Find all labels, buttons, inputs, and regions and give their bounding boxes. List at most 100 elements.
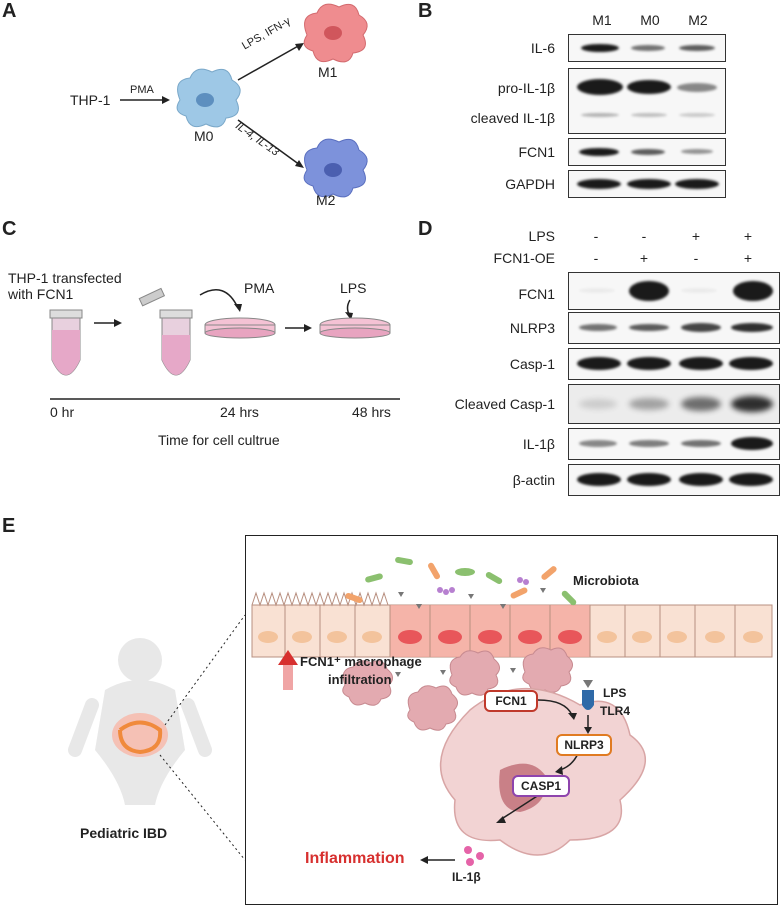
band bbox=[679, 45, 715, 51]
row-fcn1-b: FCN1 bbox=[518, 144, 555, 160]
blot-d-fcn1 bbox=[568, 272, 780, 310]
band bbox=[627, 357, 671, 370]
row-d-casp1: Casp-1 bbox=[509, 356, 555, 372]
tube-1 bbox=[49, 309, 83, 376]
band bbox=[579, 440, 617, 447]
fcn1oe-lane-3: - bbox=[693, 250, 699, 266]
panel-b-label: B bbox=[418, 0, 433, 22]
lane-m2: M2 bbox=[688, 12, 708, 28]
band bbox=[677, 83, 717, 92]
band bbox=[579, 399, 617, 409]
blot-d-bactin bbox=[568, 464, 780, 496]
fcn1oe-lane-2: + bbox=[639, 250, 649, 266]
band bbox=[577, 79, 623, 95]
band bbox=[681, 323, 721, 332]
m0-cell bbox=[176, 68, 241, 128]
row-il6: IL-6 bbox=[530, 40, 555, 56]
blot-d-cleaved-casp1 bbox=[568, 384, 780, 424]
infiltration-label-1: FCN1⁺ macrophage bbox=[300, 654, 422, 669]
row-d-nlrp3: NLRP3 bbox=[509, 320, 555, 336]
epithelium bbox=[251, 591, 773, 658]
lps-lane-2: - bbox=[641, 228, 647, 244]
lps-label-c: LPS bbox=[340, 280, 367, 296]
band bbox=[627, 473, 671, 486]
band bbox=[731, 437, 773, 450]
row-d-fcn1: FCN1 bbox=[518, 286, 555, 302]
row-d-il1b: IL-1β bbox=[522, 436, 555, 452]
blot-b-fcn1 bbox=[568, 138, 726, 166]
band bbox=[627, 179, 671, 189]
fcn1oe-lane-4: + bbox=[743, 250, 753, 266]
casp1-box: CASP1 bbox=[512, 775, 570, 797]
row-cleaved-il1b: cleaved IL-1β bbox=[470, 110, 555, 126]
infiltration-label-2: infiltration bbox=[328, 672, 392, 687]
tlr4-receptor bbox=[582, 680, 594, 710]
lps-label-e: LPS bbox=[603, 686, 627, 700]
blot-d-casp1 bbox=[568, 348, 780, 380]
microbiota bbox=[345, 556, 577, 677]
panel-e-diagram bbox=[68, 556, 773, 866]
m2-cell bbox=[303, 138, 368, 198]
band bbox=[629, 281, 669, 301]
child-figure bbox=[68, 638, 212, 805]
m1-label: M1 bbox=[318, 64, 338, 80]
band bbox=[679, 113, 715, 117]
nlrp3-box: NLRP3 bbox=[556, 734, 612, 756]
cond-fcn1oe: FCN1-OE bbox=[493, 250, 555, 266]
band bbox=[675, 179, 719, 189]
lps-lane-1: - bbox=[593, 228, 599, 244]
band bbox=[629, 440, 669, 447]
lane-m1: M1 bbox=[592, 12, 612, 28]
panel-c-diagram bbox=[49, 287, 400, 400]
panel-e-frame bbox=[245, 535, 778, 905]
row-d-cleaved-casp1: Cleaved Casp-1 bbox=[454, 396, 555, 412]
transfect-label: THP-1 transfected with FCN1 bbox=[8, 270, 122, 302]
panel-e-label: E bbox=[2, 515, 16, 537]
band bbox=[681, 397, 721, 411]
band bbox=[629, 398, 669, 410]
band bbox=[631, 149, 665, 155]
blot-b-il6 bbox=[568, 34, 726, 62]
band bbox=[681, 440, 721, 447]
m1-cell bbox=[303, 3, 368, 63]
blot-d-il1b bbox=[568, 428, 780, 460]
band bbox=[679, 357, 723, 370]
blot-b-gapdh bbox=[568, 170, 726, 198]
il1b-label: IL-1β bbox=[452, 870, 481, 884]
blot-d-nlrp3 bbox=[568, 312, 780, 344]
m0-label: M0 bbox=[194, 128, 214, 144]
time-24: 24 hrs bbox=[220, 404, 259, 420]
band bbox=[731, 396, 773, 412]
row-pro-il1b: pro-IL-1β bbox=[497, 80, 555, 96]
panel-c-label: C bbox=[2, 218, 17, 240]
band bbox=[581, 44, 619, 52]
band bbox=[577, 179, 621, 189]
row-gapdh: GAPDH bbox=[505, 176, 555, 192]
tissue-macrophages bbox=[342, 647, 573, 731]
band bbox=[579, 288, 615, 293]
il1b-dots bbox=[464, 846, 484, 866]
band bbox=[579, 148, 619, 156]
band bbox=[679, 473, 723, 486]
fcn1oe-lane-1: - bbox=[593, 250, 599, 266]
band bbox=[577, 473, 621, 486]
inflammation-label: Inflammation bbox=[305, 850, 405, 867]
pma-label-c: PMA bbox=[244, 280, 275, 296]
dish-1 bbox=[204, 317, 276, 339]
band bbox=[729, 473, 773, 486]
dish-2 bbox=[319, 317, 391, 339]
band bbox=[631, 45, 665, 51]
band bbox=[629, 324, 669, 331]
time-axis-label: Time for cell cultrue bbox=[158, 432, 280, 448]
fcn1-box: FCN1 bbox=[484, 690, 538, 712]
thp1-label: THP-1 bbox=[70, 92, 111, 108]
lps-lane-4: + bbox=[743, 228, 753, 244]
panel-a-label: A bbox=[2, 0, 17, 22]
band bbox=[631, 113, 667, 117]
band bbox=[681, 149, 713, 154]
pediatric-ibd-label: Pediatric IBD bbox=[80, 825, 168, 841]
band bbox=[579, 324, 617, 331]
band bbox=[729, 357, 773, 370]
band bbox=[581, 113, 619, 117]
band bbox=[681, 288, 717, 293]
